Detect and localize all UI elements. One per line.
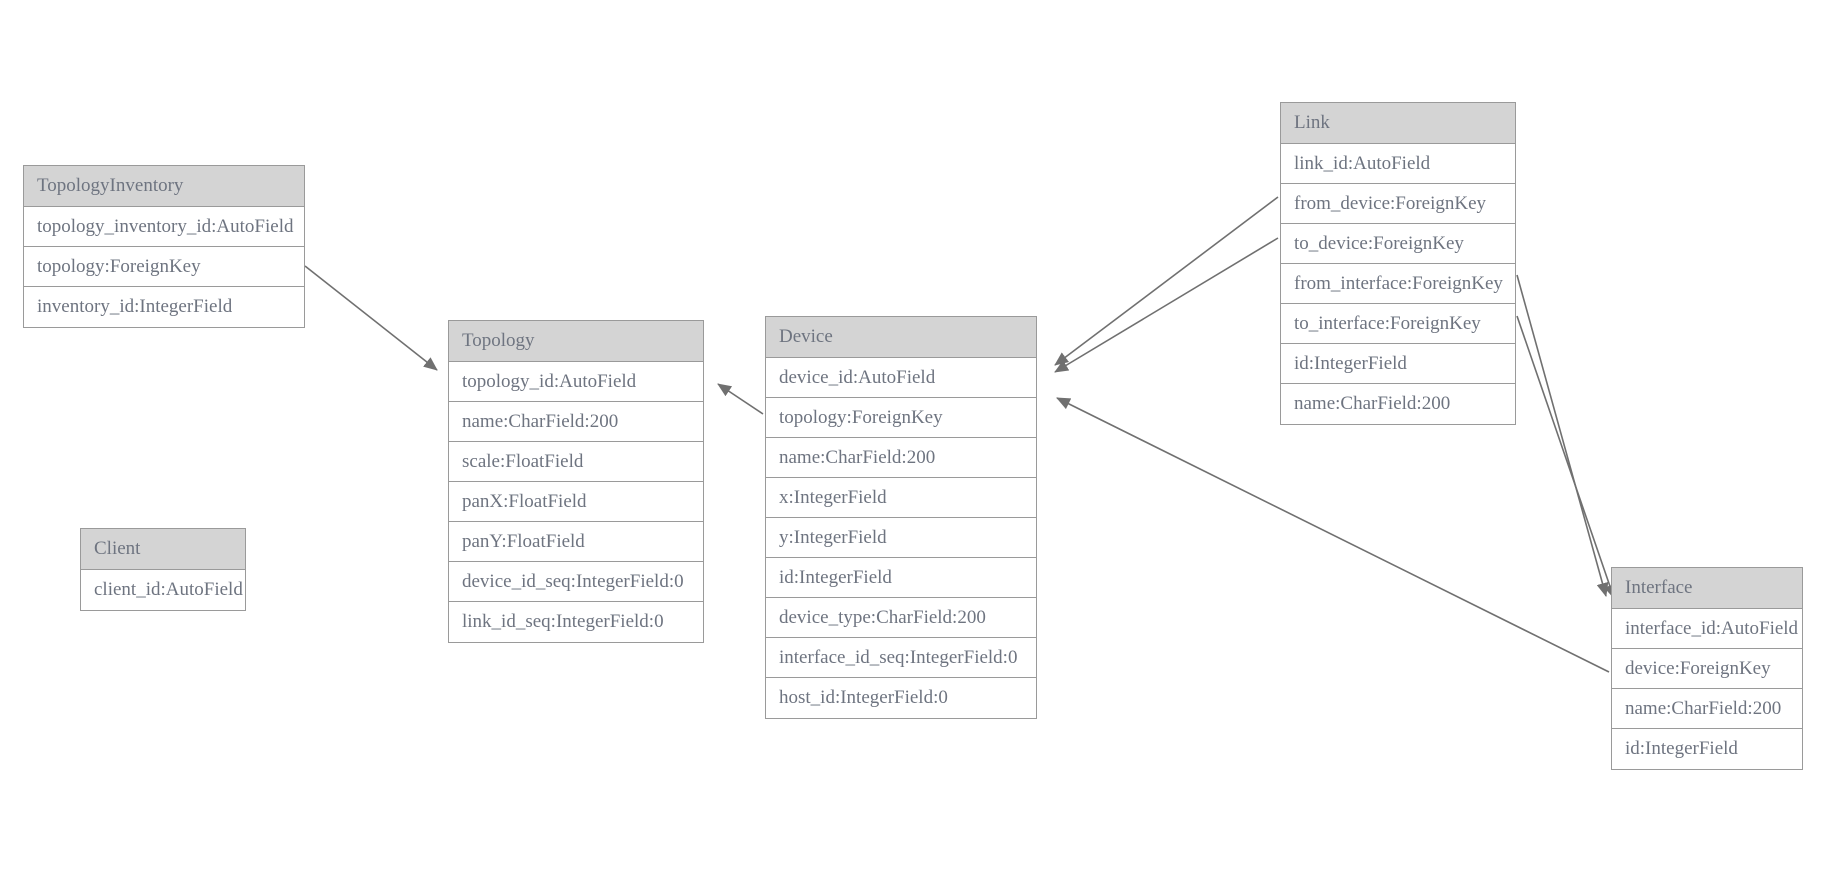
entity-title-client: Client [81, 529, 245, 570]
entity-title-link: Link [1281, 103, 1515, 144]
entity-field[interactable]: from_device:ForeignKey [1281, 184, 1515, 224]
entity-field[interactable]: link_id_seq:IntegerField:0 [449, 602, 703, 642]
edge-link-to-interface [1516, 315, 1616, 599]
entity-field[interactable]: client_id:AutoField [81, 570, 245, 610]
entity-field[interactable]: host_id:IntegerField:0 [766, 678, 1036, 718]
entity-field[interactable]: name:CharField:200 [766, 438, 1036, 478]
edge-link-from-device [1054, 196, 1279, 366]
edge-topologyinventory-to-topology [304, 265, 438, 371]
entity-field[interactable]: panX:FloatField [449, 482, 703, 522]
entity-field[interactable]: topology_inventory_id:AutoField [24, 207, 304, 247]
entity-field[interactable]: device_type:CharField:200 [766, 598, 1036, 638]
entity-field[interactable]: device_id:AutoField [766, 358, 1036, 398]
entity-field[interactable]: topology:ForeignKey [766, 398, 1036, 438]
entity-field[interactable]: name:CharField:200 [1612, 689, 1802, 729]
entity-field[interactable]: to_interface:ForeignKey [1281, 304, 1515, 344]
entity-field[interactable]: link_id:AutoField [1281, 144, 1515, 184]
entity-field[interactable]: id:IntegerField [1612, 729, 1802, 769]
entity-field[interactable]: inventory_id:IntegerField [24, 287, 304, 327]
entity-field[interactable]: y:IntegerField [766, 518, 1036, 558]
entity-field[interactable]: to_device:ForeignKey [1281, 224, 1515, 264]
entity-field[interactable]: device_id_seq:IntegerField:0 [449, 562, 703, 602]
edge-link-from-interface [1516, 274, 1609, 597]
entity-field[interactable]: interface_id:AutoField [1612, 609, 1802, 649]
edge-link-to-device [1054, 237, 1279, 373]
entity-title-device: Device [766, 317, 1036, 358]
entity-field[interactable]: scale:FloatField [449, 442, 703, 482]
entity-field[interactable]: id:IntegerField [1281, 344, 1515, 384]
entity-field[interactable]: id:IntegerField [766, 558, 1036, 598]
entity-field[interactable]: name:CharField:200 [449, 402, 703, 442]
entity-field[interactable]: x:IntegerField [766, 478, 1036, 518]
entity-title-topology: Topology [449, 321, 703, 362]
entity-field[interactable]: device:ForeignKey [1612, 649, 1802, 689]
entity-title-topology_inventory: TopologyInventory [24, 166, 304, 207]
entity-field[interactable]: panY:FloatField [449, 522, 703, 562]
entity-field[interactable]: from_interface:ForeignKey [1281, 264, 1515, 304]
entity-field[interactable]: interface_id_seq:IntegerField:0 [766, 638, 1036, 678]
entity-title-interface: Interface [1612, 568, 1802, 609]
entity-field[interactable]: name:CharField:200 [1281, 384, 1515, 424]
entity-field[interactable]: topology:ForeignKey [24, 247, 304, 287]
entity-field[interactable]: topology_id:AutoField [449, 362, 703, 402]
edge-device-to-topology [717, 383, 764, 415]
edge-interface-to-device [1056, 397, 1610, 673]
